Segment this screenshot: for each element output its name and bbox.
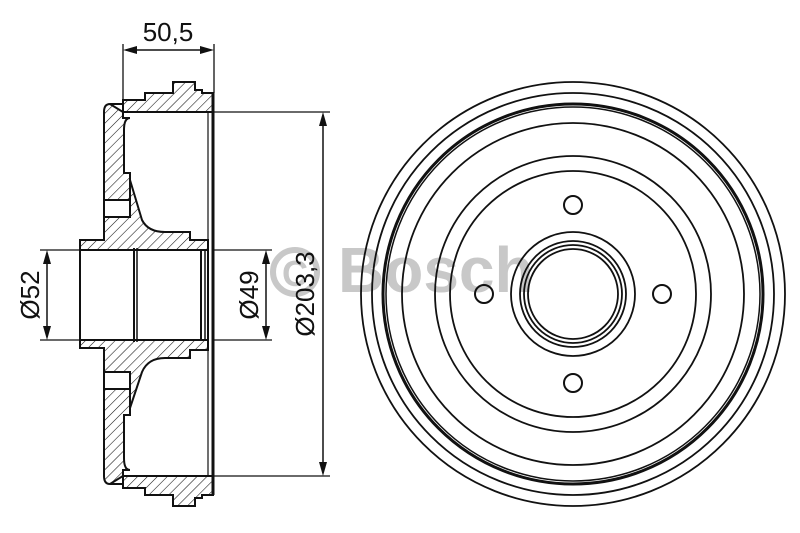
front-view xyxy=(360,81,786,507)
hub-outer-label: Ø52 xyxy=(15,270,45,319)
lower-web-lower xyxy=(79,339,209,409)
lower-web-section xyxy=(103,388,131,486)
bore-label: Ø49 xyxy=(234,270,264,319)
dimension-width: 50,5 xyxy=(122,17,215,104)
width-label: 50,5 xyxy=(143,17,194,47)
lower-bolt-hole xyxy=(103,371,131,390)
cross-section-view xyxy=(79,81,215,507)
outer-ring xyxy=(360,81,786,507)
bolt-hole-right xyxy=(652,284,672,304)
bolt-hole-left xyxy=(474,284,494,304)
drum-diameter-label: Ø203,3 xyxy=(290,251,320,336)
hub-bore xyxy=(79,249,209,341)
svg-text:C: C xyxy=(282,253,308,294)
upper-bolt-hole xyxy=(103,199,131,218)
upper-web-section xyxy=(103,102,131,201)
bolt-hole-bottom xyxy=(563,373,583,393)
bolt-hole-top xyxy=(563,195,583,215)
dimension-bore: Ø49 xyxy=(213,249,272,341)
lower-rim-section xyxy=(110,475,214,507)
hub-ring xyxy=(510,231,636,357)
dimension-hub-outer: Ø52 xyxy=(15,249,80,341)
upper-web-lower xyxy=(79,179,209,251)
upper-rim-section xyxy=(110,81,214,113)
dimension-drum-diameter: Ø203,3 xyxy=(213,111,330,477)
